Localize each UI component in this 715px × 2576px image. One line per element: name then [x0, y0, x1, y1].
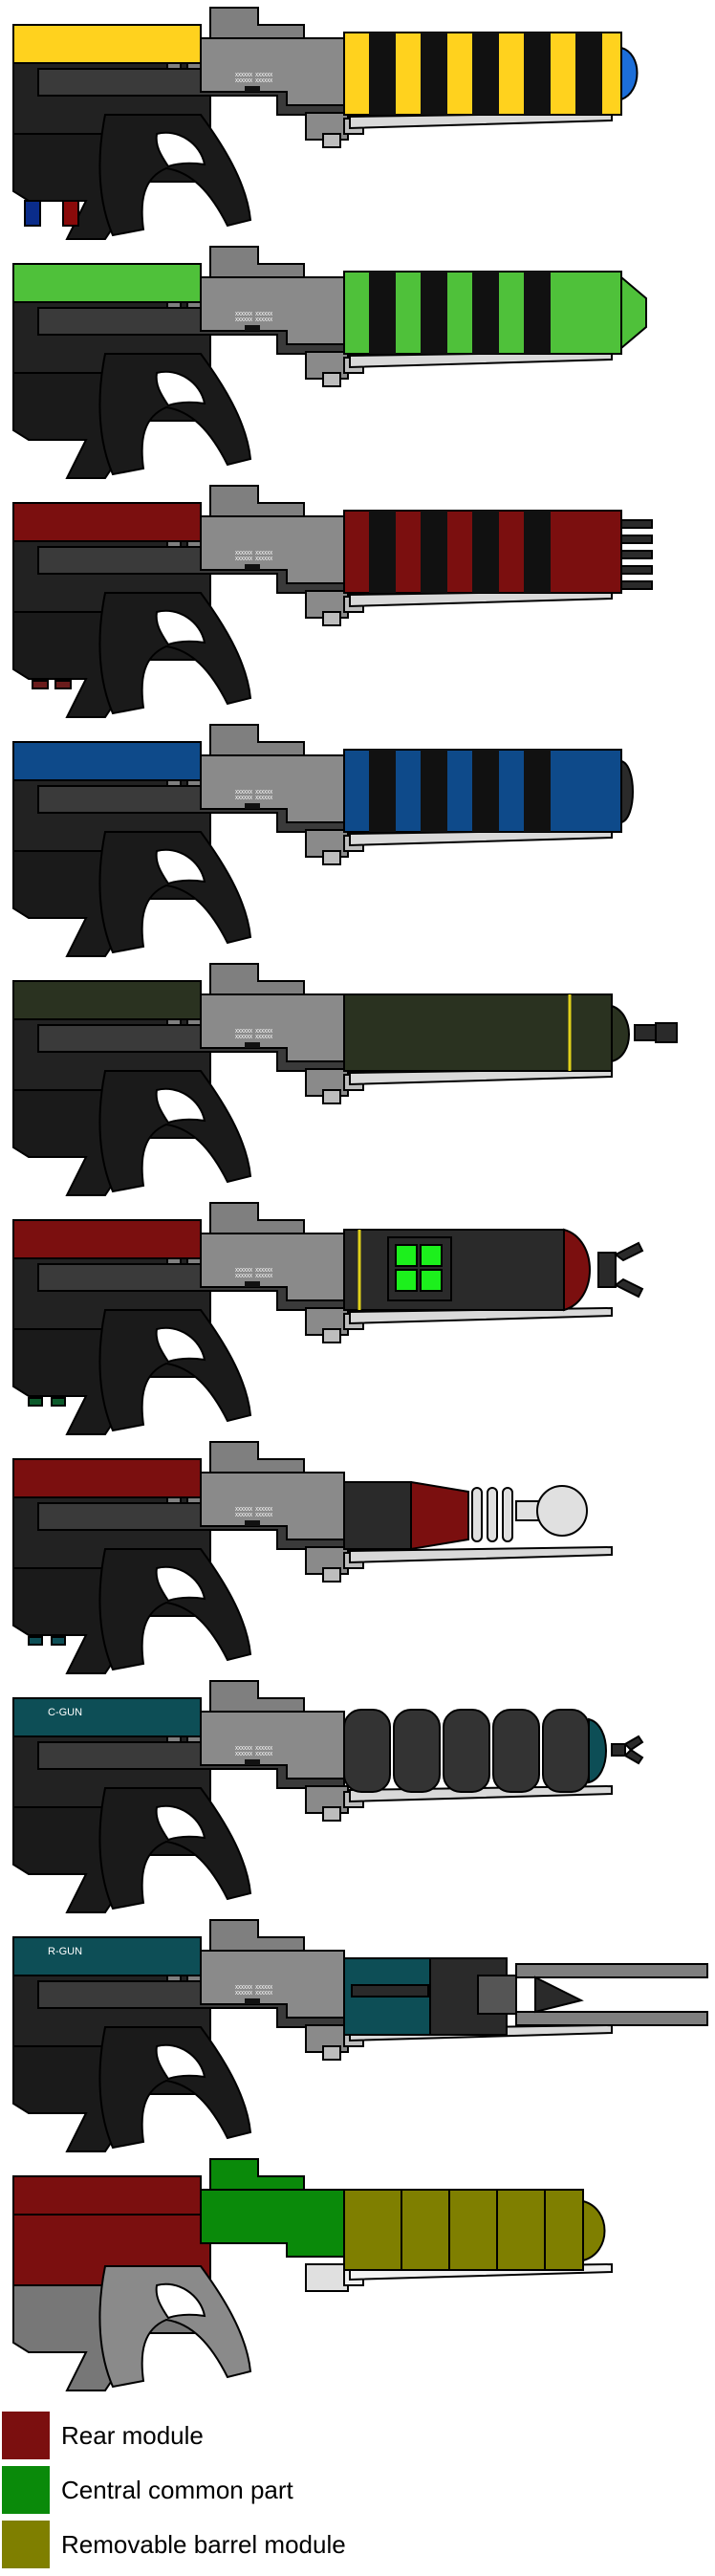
central-common-part-swatch: [2, 2466, 50, 2514]
r-gun-tag: R-GUN: [48, 1946, 82, 1957]
legend: Rear module Central common part Removabl…: [0, 2410, 715, 2576]
variant-4: [12, 724, 634, 957]
variant-7: [12, 1441, 613, 1674]
legend-label: Central common part: [61, 2476, 293, 2504]
variant-9: R-GUN: [12, 1919, 708, 2152]
variant-8: C-GUN: [12, 1680, 644, 1913]
legend-label: Rear module: [61, 2421, 204, 2450]
variant-3: [12, 485, 653, 718]
removable-barrel-module-swatch: [2, 2521, 50, 2568]
c-gun-tag: C-GUN: [48, 1707, 82, 1718]
legend-item-removable-barrel-module: Removable barrel module: [0, 2519, 715, 2570]
legend-item-central-common-part: Central common part: [0, 2464, 715, 2516]
variant-10-modules: [12, 2158, 613, 2391]
variant-6: [12, 1202, 644, 1435]
legend-item-rear-module: Rear module: [0, 2410, 715, 2461]
rear-module-swatch: [2, 2412, 50, 2459]
legend-label: Removable barrel module: [61, 2530, 346, 2559]
variant-1: [12, 7, 639, 240]
variant-5: [12, 963, 678, 1196]
variant-2: [12, 246, 647, 479]
